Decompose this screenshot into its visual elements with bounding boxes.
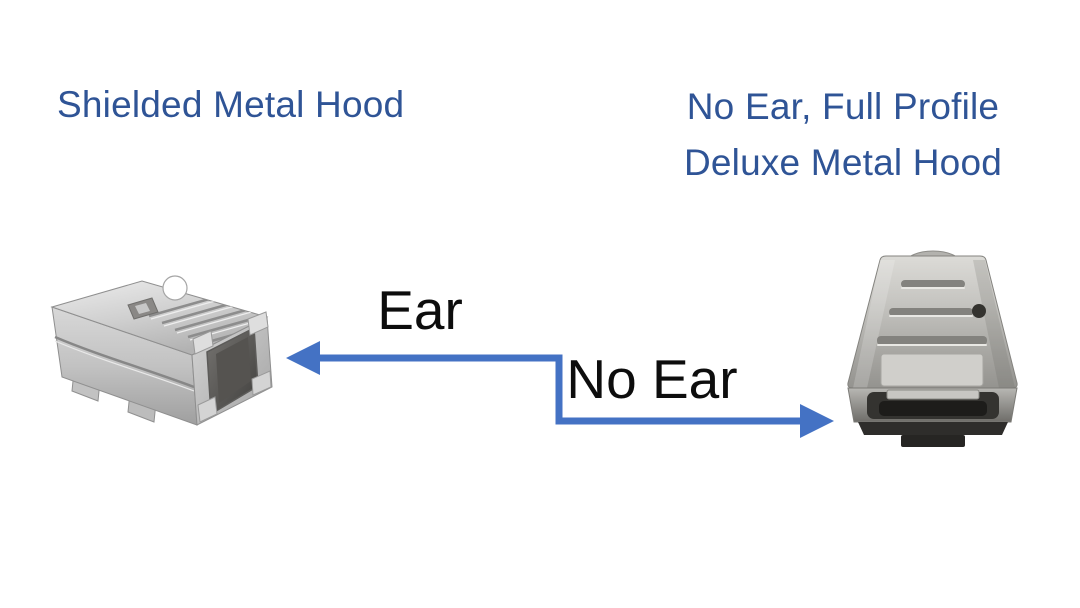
left-hood-title: Shielded Metal Hood — [57, 84, 405, 125]
shielded-metal-hood-image — [50, 275, 273, 426]
right-hood-title-line1: No Ear, Full Profile — [686, 86, 1000, 127]
no-ear-label: No Ear — [566, 348, 738, 410]
ear-label: Ear — [377, 279, 463, 341]
ear-vs-no-ear-arrows — [286, 341, 834, 438]
stepped-connector-line — [318, 354, 802, 425]
right-hood-title: No Ear, Full Profile Deluxe Metal Hood — [640, 79, 1046, 191]
deluxe-metal-hood-photo — [847, 250, 1018, 447]
left-arrowhead-icon — [286, 341, 320, 375]
right-arrowhead-icon — [800, 404, 834, 438]
right-hood-title-line2: Deluxe Metal Hood — [683, 142, 1003, 183]
